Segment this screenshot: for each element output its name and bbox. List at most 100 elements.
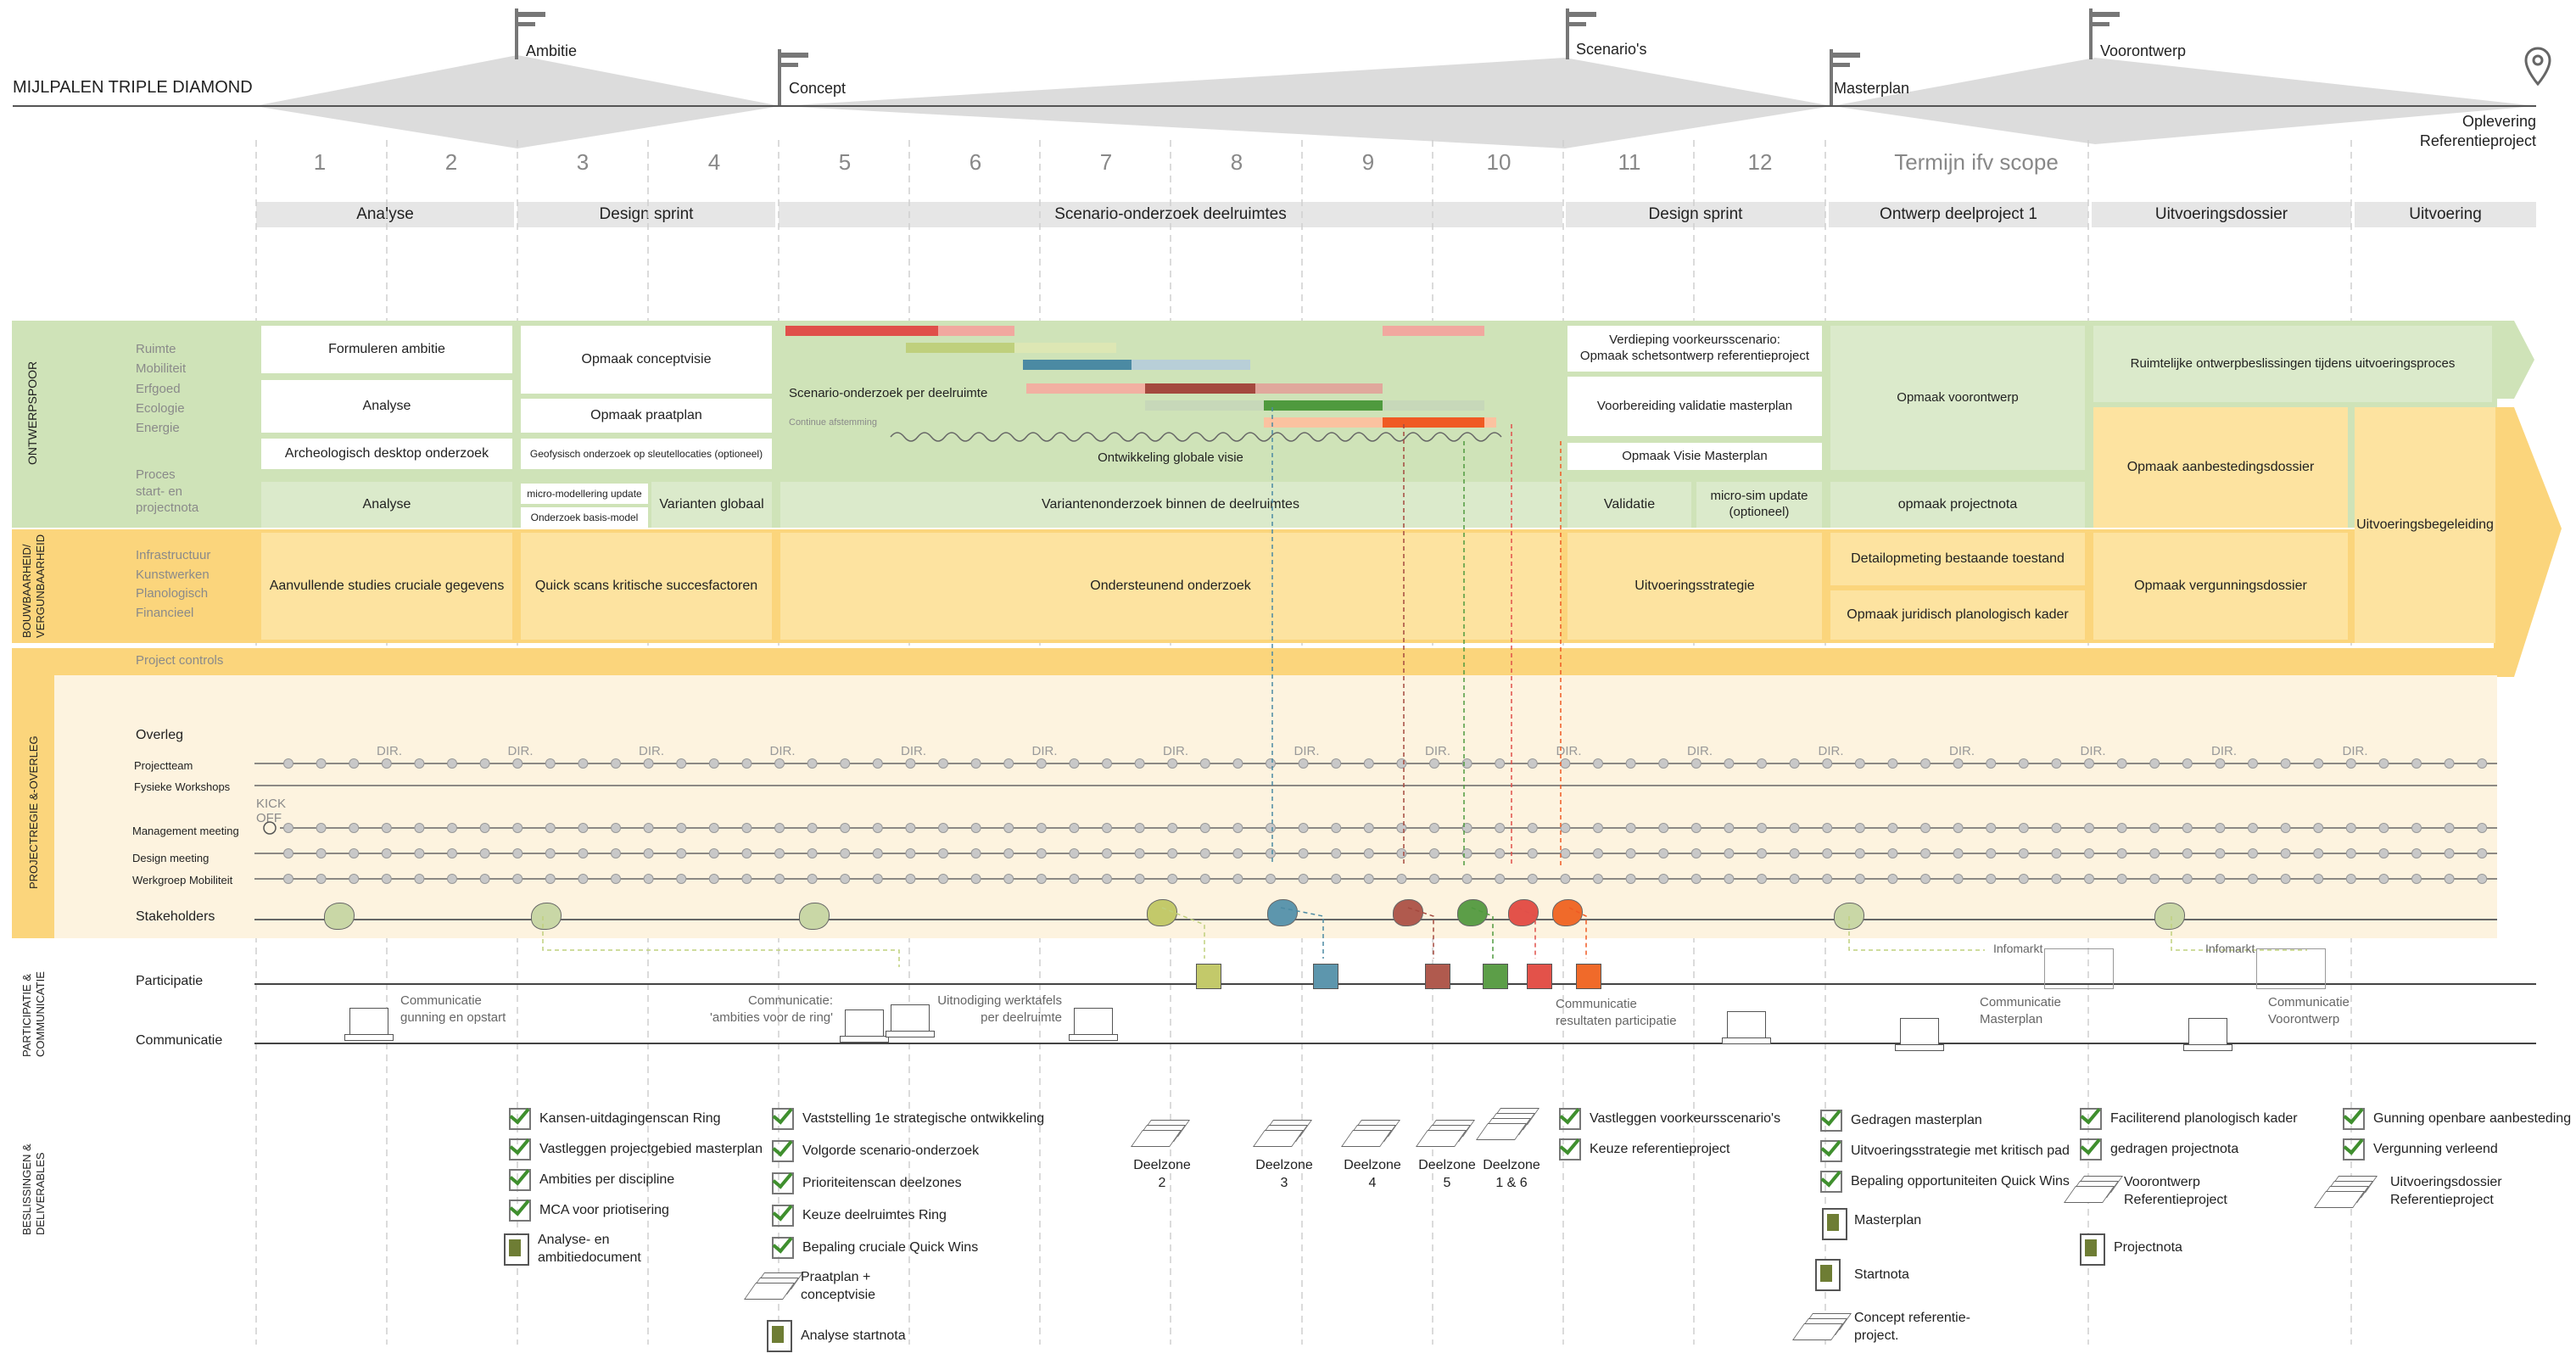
deliverable-label: Concept referentie- project. (1854, 1311, 1970, 1343)
meeting-dot (1232, 823, 1243, 833)
bouw-box: Quick scans kritische succesfactoren (521, 533, 772, 640)
meeting-dot (1527, 758, 1538, 769)
checkbox-icon (2080, 1108, 2102, 1130)
meeting-dot (479, 848, 490, 858)
meeting-dot (1266, 874, 1276, 884)
meeting-dot (2116, 874, 2127, 884)
meeting-dot (1199, 848, 1210, 858)
meeting-dot (479, 874, 490, 884)
meeting-dot (1789, 758, 1800, 769)
meeting-dot (1199, 823, 1210, 833)
meeting-dot (1625, 848, 1636, 858)
meeting-dot (2280, 848, 2291, 858)
meeting-dot (1331, 874, 1342, 884)
decision-check: Gedragen masterplan (1820, 1110, 1982, 1132)
stacked-plans-icon (1252, 1120, 1313, 1147)
proces-box: Uitvoeringsbegeleiding (2355, 407, 2495, 643)
meeting-dot (2116, 848, 2127, 858)
meeting-dot (1102, 758, 1112, 769)
proces-box: micro-sim update (optioneel) (1696, 482, 1822, 528)
meeting-dot (283, 874, 293, 884)
meeting-dot (2248, 848, 2258, 858)
task-label: Continue afstemming (789, 417, 877, 428)
checkbox-icon (1559, 1108, 1581, 1130)
meeting-dot (2084, 874, 2094, 884)
row-label: Participatie (136, 974, 204, 988)
dir-label: DIR. (1032, 744, 1058, 758)
phase-label: Design sprint (1566, 202, 1825, 227)
meeting-dot (2084, 758, 2094, 769)
stacked-plans-icon (743, 1272, 804, 1300)
meeting-dot (1789, 848, 1800, 858)
project-controls-band (12, 648, 2497, 675)
task-box: Ruimtelijke ontwerpbeslissingen tijdens … (2093, 326, 2492, 402)
meeting-dot (676, 758, 687, 769)
meeting-dot (1953, 874, 1964, 884)
meeting-dot (1953, 758, 1964, 769)
decision-check: Vaststelling 1e strategische ontwikkelin… (772, 1108, 1044, 1130)
meeting-dot (2018, 758, 2029, 769)
period-number: 10 (1486, 149, 1512, 175)
meeting-dot (1363, 848, 1374, 858)
infomarkt-icon (2256, 948, 2326, 989)
meeting-dot (938, 874, 948, 884)
meeting-dot (545, 823, 556, 833)
stakeholder-icon (2154, 903, 2185, 930)
row-label: Fysieke Workshops (134, 780, 231, 793)
milestone-label: Masterplan (1834, 80, 1910, 97)
projectregie-side (12, 675, 54, 938)
decision-check: Keuze deelruimtes Ring (772, 1205, 947, 1227)
meeting-dot (1495, 874, 1506, 884)
dir-label: DIR. (1687, 744, 1713, 758)
meeting-dot (2084, 823, 2094, 833)
meeting-dot (1920, 823, 1931, 833)
period-number: 9 (1361, 149, 1375, 175)
decision-check: Volgorde scenario-onderzoek (772, 1140, 979, 1162)
meeting-dot (1363, 823, 1374, 833)
meeting-dot (1036, 848, 1047, 858)
meeting-dot (2215, 823, 2226, 833)
proces-box: Onderzoek basis-model (521, 507, 648, 528)
meeting-dot (840, 848, 851, 858)
meeting-dot (2084, 848, 2094, 858)
decision-check: Bepaling opportuniteiten Quick Wins (1820, 1171, 2070, 1193)
dir-label: DIR. (2211, 744, 2237, 758)
meeting-dot (938, 823, 948, 833)
meeting-dot (1527, 823, 1538, 833)
meeting-dot (414, 874, 425, 884)
signpost-icon (1827, 49, 1869, 109)
meeting-dot (2051, 848, 2062, 858)
meeting-dot (381, 823, 392, 833)
meeting-dot (1789, 823, 1800, 833)
document-icon (504, 1233, 529, 1266)
task-box: Opmaak conceptvisie (521, 326, 772, 394)
meeting-dot (774, 758, 785, 769)
meeting-dot (1134, 758, 1145, 769)
meeting-dot (2345, 758, 2356, 769)
meeting-dot (283, 823, 293, 833)
meeting-dot (1429, 848, 1439, 858)
stacked-plans-icon (2313, 1176, 2378, 1208)
task-box: Opmaak praatplan (521, 399, 772, 433)
dir-label: DIR. (508, 744, 534, 758)
meeting-dot (1822, 823, 1833, 833)
decision-check: MCA voor priotisering (509, 1200, 669, 1222)
dir-label: DIR. (2081, 744, 2106, 758)
meeting-dot (1986, 823, 1997, 833)
meeting-dot (2248, 758, 2258, 769)
meeting-dot (1363, 758, 1374, 769)
disciplines-label: Ruimte Mobiliteit Erfgoed Ecologie Energ… (136, 342, 187, 435)
meeting-dot (2051, 874, 2062, 884)
meeting-dot (708, 823, 719, 833)
meeting-dot (1724, 758, 1735, 769)
meeting-dot (643, 758, 654, 769)
meeting-dot (1331, 758, 1342, 769)
meeting-dot (741, 848, 752, 858)
meeting-dot (1298, 848, 1309, 858)
meeting-dot (1495, 758, 1506, 769)
proces-box: Validatie (1567, 482, 1691, 528)
checkbox-icon (772, 1237, 794, 1259)
laptop-icon (1722, 1011, 1771, 1045)
meeting-dot (2149, 848, 2160, 858)
task-box: Opmaak Visie Masterplan (1567, 443, 1822, 470)
